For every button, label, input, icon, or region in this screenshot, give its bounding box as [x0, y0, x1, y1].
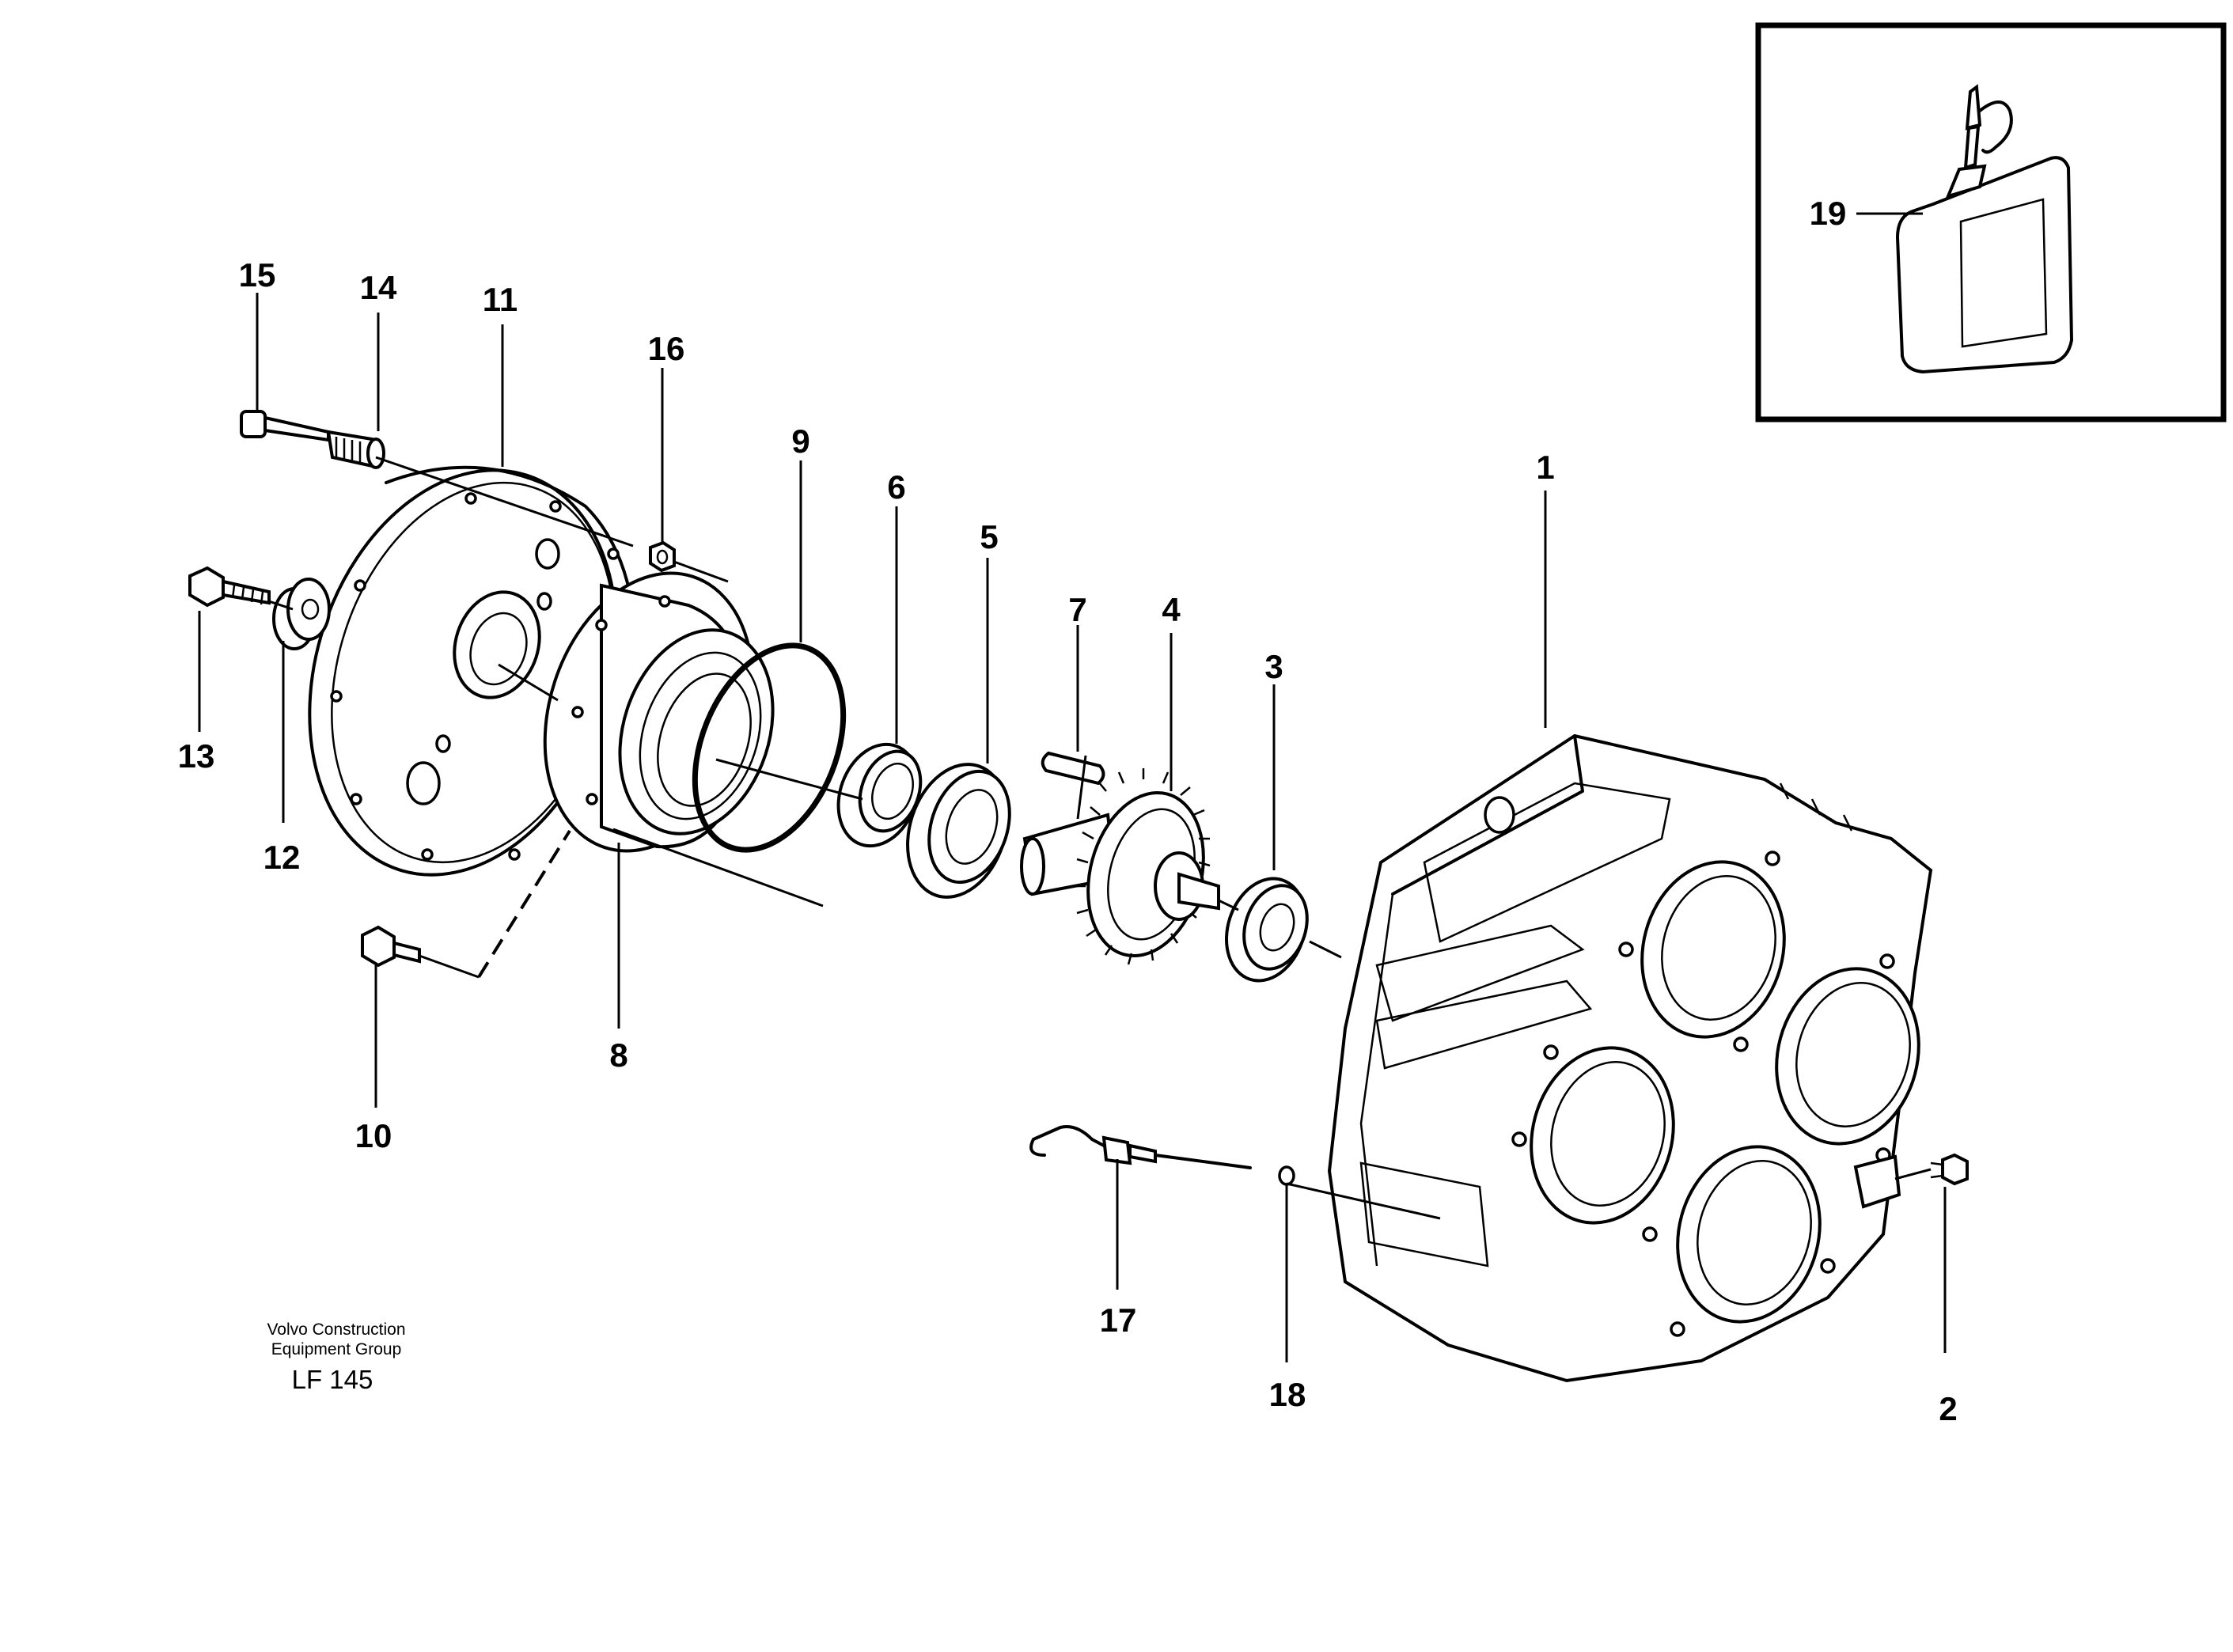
label-part-10: 10 [355, 1117, 392, 1154]
label-part-6: 6 [887, 468, 905, 506]
inset-box [1755, 22, 2227, 422]
label-part-8: 8 [609, 1036, 627, 1074]
plug-2 [1930, 1153, 1969, 1186]
bearing-housing [543, 571, 775, 853]
bolt-13 [188, 566, 271, 608]
label-part-14: 14 [360, 269, 397, 306]
leader-lines [198, 293, 1947, 1362]
bolt-10 [361, 925, 421, 968]
breather-17 [1029, 1125, 1252, 1169]
gear-shaft [1020, 768, 1220, 965]
part-labels: 1 2 3 4 5 6 7 8 9 10 11 12 13 14 15 16 1… [178, 195, 1958, 1427]
label-part-17: 17 [1100, 1302, 1137, 1339]
main-housing [1327, 733, 1933, 1383]
label-part-18: 18 [1269, 1376, 1306, 1413]
ball-bearing-3 [1225, 877, 1309, 983]
figure-code: LF 145 [292, 1365, 373, 1394]
o-ring-18 [1278, 1165, 1295, 1186]
label-part-7: 7 [1068, 591, 1086, 628]
assembly-lines [268, 456, 1932, 1220]
label-part-13: 13 [178, 737, 215, 775]
label-part-15: 15 [239, 256, 276, 294]
label-part-2: 2 [1939, 1390, 1957, 1427]
label-part-4: 4 [1162, 591, 1181, 628]
label-part-5: 5 [980, 518, 998, 555]
washer-12 [272, 578, 331, 650]
flange-cover [308, 465, 638, 877]
nut-16 [649, 540, 676, 573]
label-part-9: 9 [791, 422, 809, 460]
o-ring [692, 642, 847, 853]
label-part-1: 1 [1536, 449, 1554, 486]
ball-bearing-5 [906, 763, 1011, 899]
company-name-line2: Equipment Group [271, 1340, 402, 1358]
valve-14 [326, 430, 385, 469]
footer: Volvo Construction Equipment Group LF 14… [267, 1320, 405, 1394]
label-part-3: 3 [1264, 648, 1283, 685]
oil-bottle-icon [1895, 84, 2074, 374]
label-part-19: 19 [1810, 195, 1847, 232]
label-part-11: 11 [483, 281, 517, 318]
seal-ring [836, 742, 923, 848]
company-name-line1: Volvo Construction [267, 1320, 405, 1339]
label-part-12: 12 [263, 839, 301, 876]
bolt-15 [240, 410, 330, 442]
label-part-16: 16 [648, 330, 685, 367]
key-pin [1041, 751, 1105, 786]
